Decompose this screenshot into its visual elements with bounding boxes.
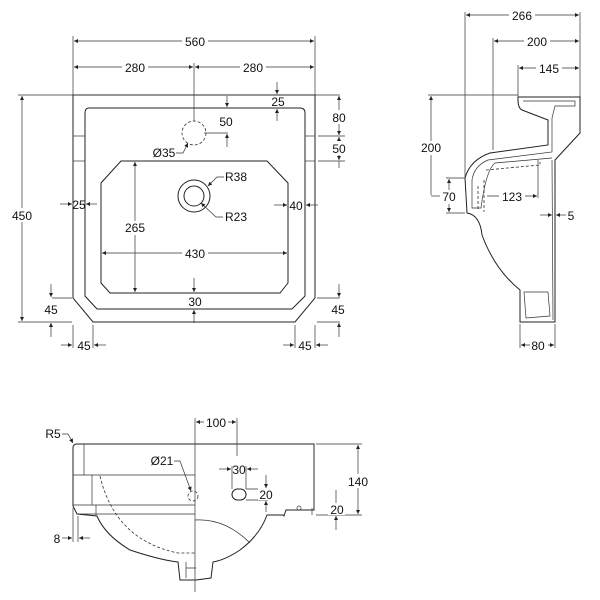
dim-overflow-offset: 100: [206, 416, 226, 430]
label-tap-diameter: Ø35: [153, 146, 176, 160]
dim-width-left: 280: [125, 61, 145, 75]
tap-hole: [181, 120, 207, 146]
bowl-outline: [100, 160, 289, 294]
dim-side-depth-mid: 200: [527, 35, 547, 49]
side-profile-outer: [464, 96, 581, 323]
dim-rim-front: 30: [188, 295, 202, 309]
dim-base-step: 20: [330, 503, 344, 517]
dim-width-right: 280: [243, 61, 263, 75]
small-hole: [296, 505, 302, 511]
overflow-hole: [187, 490, 199, 502]
dim-tap-offset: 50: [219, 115, 233, 129]
side-view: 266 200 145 200 70 123 5 80: [418, 8, 581, 353]
waste-outer: [177, 179, 211, 213]
dim-bowl-width: 430: [185, 247, 205, 261]
dim-rim-top: 25: [271, 95, 285, 109]
dim-side-depth-top: 145: [539, 62, 559, 76]
side-profile-inner: [471, 100, 576, 209]
dim-wall-gap: 5: [568, 209, 575, 223]
dim-foot-width: 80: [531, 339, 545, 353]
dim-chamfer-left-v: 45: [44, 303, 58, 317]
dim-overflow-from-back: 80: [332, 111, 346, 125]
dim-edge-offset: 8: [54, 532, 61, 546]
dim-side-height: 200: [421, 141, 441, 155]
dim-rim-right: 40: [289, 199, 303, 213]
rim-inner-outline: [84, 107, 306, 310]
dim-bowl-depth: 265: [125, 221, 145, 235]
dim-depth-total: 450: [12, 209, 32, 223]
front-outline: [72, 443, 315, 581]
label-waste-inner-radius: R23: [225, 210, 247, 224]
dim-front-height: 140: [348, 475, 368, 489]
dim-slot-height: 20: [259, 488, 273, 502]
dim-slot-width: 30: [232, 463, 246, 477]
waste-inner: [183, 185, 205, 207]
dim-side-depth-total: 266: [512, 9, 532, 23]
overflow-slot: [231, 488, 247, 501]
dim-chamfer-left-h: 45: [77, 339, 91, 353]
dim-rim-left: 25: [72, 198, 86, 212]
label-corner-radius: R5: [45, 427, 61, 441]
top-view: 560 280 280 450 25 50 Ø35 80 50 R3: [10, 34, 350, 353]
front-view: R5 100 Ø21 30 20 140 20 8: [45, 415, 372, 592]
dim-width-total: 560: [185, 35, 205, 49]
dim-chamfer-right-v: 45: [331, 303, 345, 317]
dim-outlet-height: 70: [442, 190, 456, 204]
dim-chamfer-right-h: 45: [298, 339, 312, 353]
dim-outlet-length: 123: [502, 190, 522, 204]
dim-overflow-height: 50: [332, 142, 346, 156]
label-waste-outer-radius: R38: [225, 170, 247, 184]
label-hole-diameter: Ø21: [151, 454, 174, 468]
